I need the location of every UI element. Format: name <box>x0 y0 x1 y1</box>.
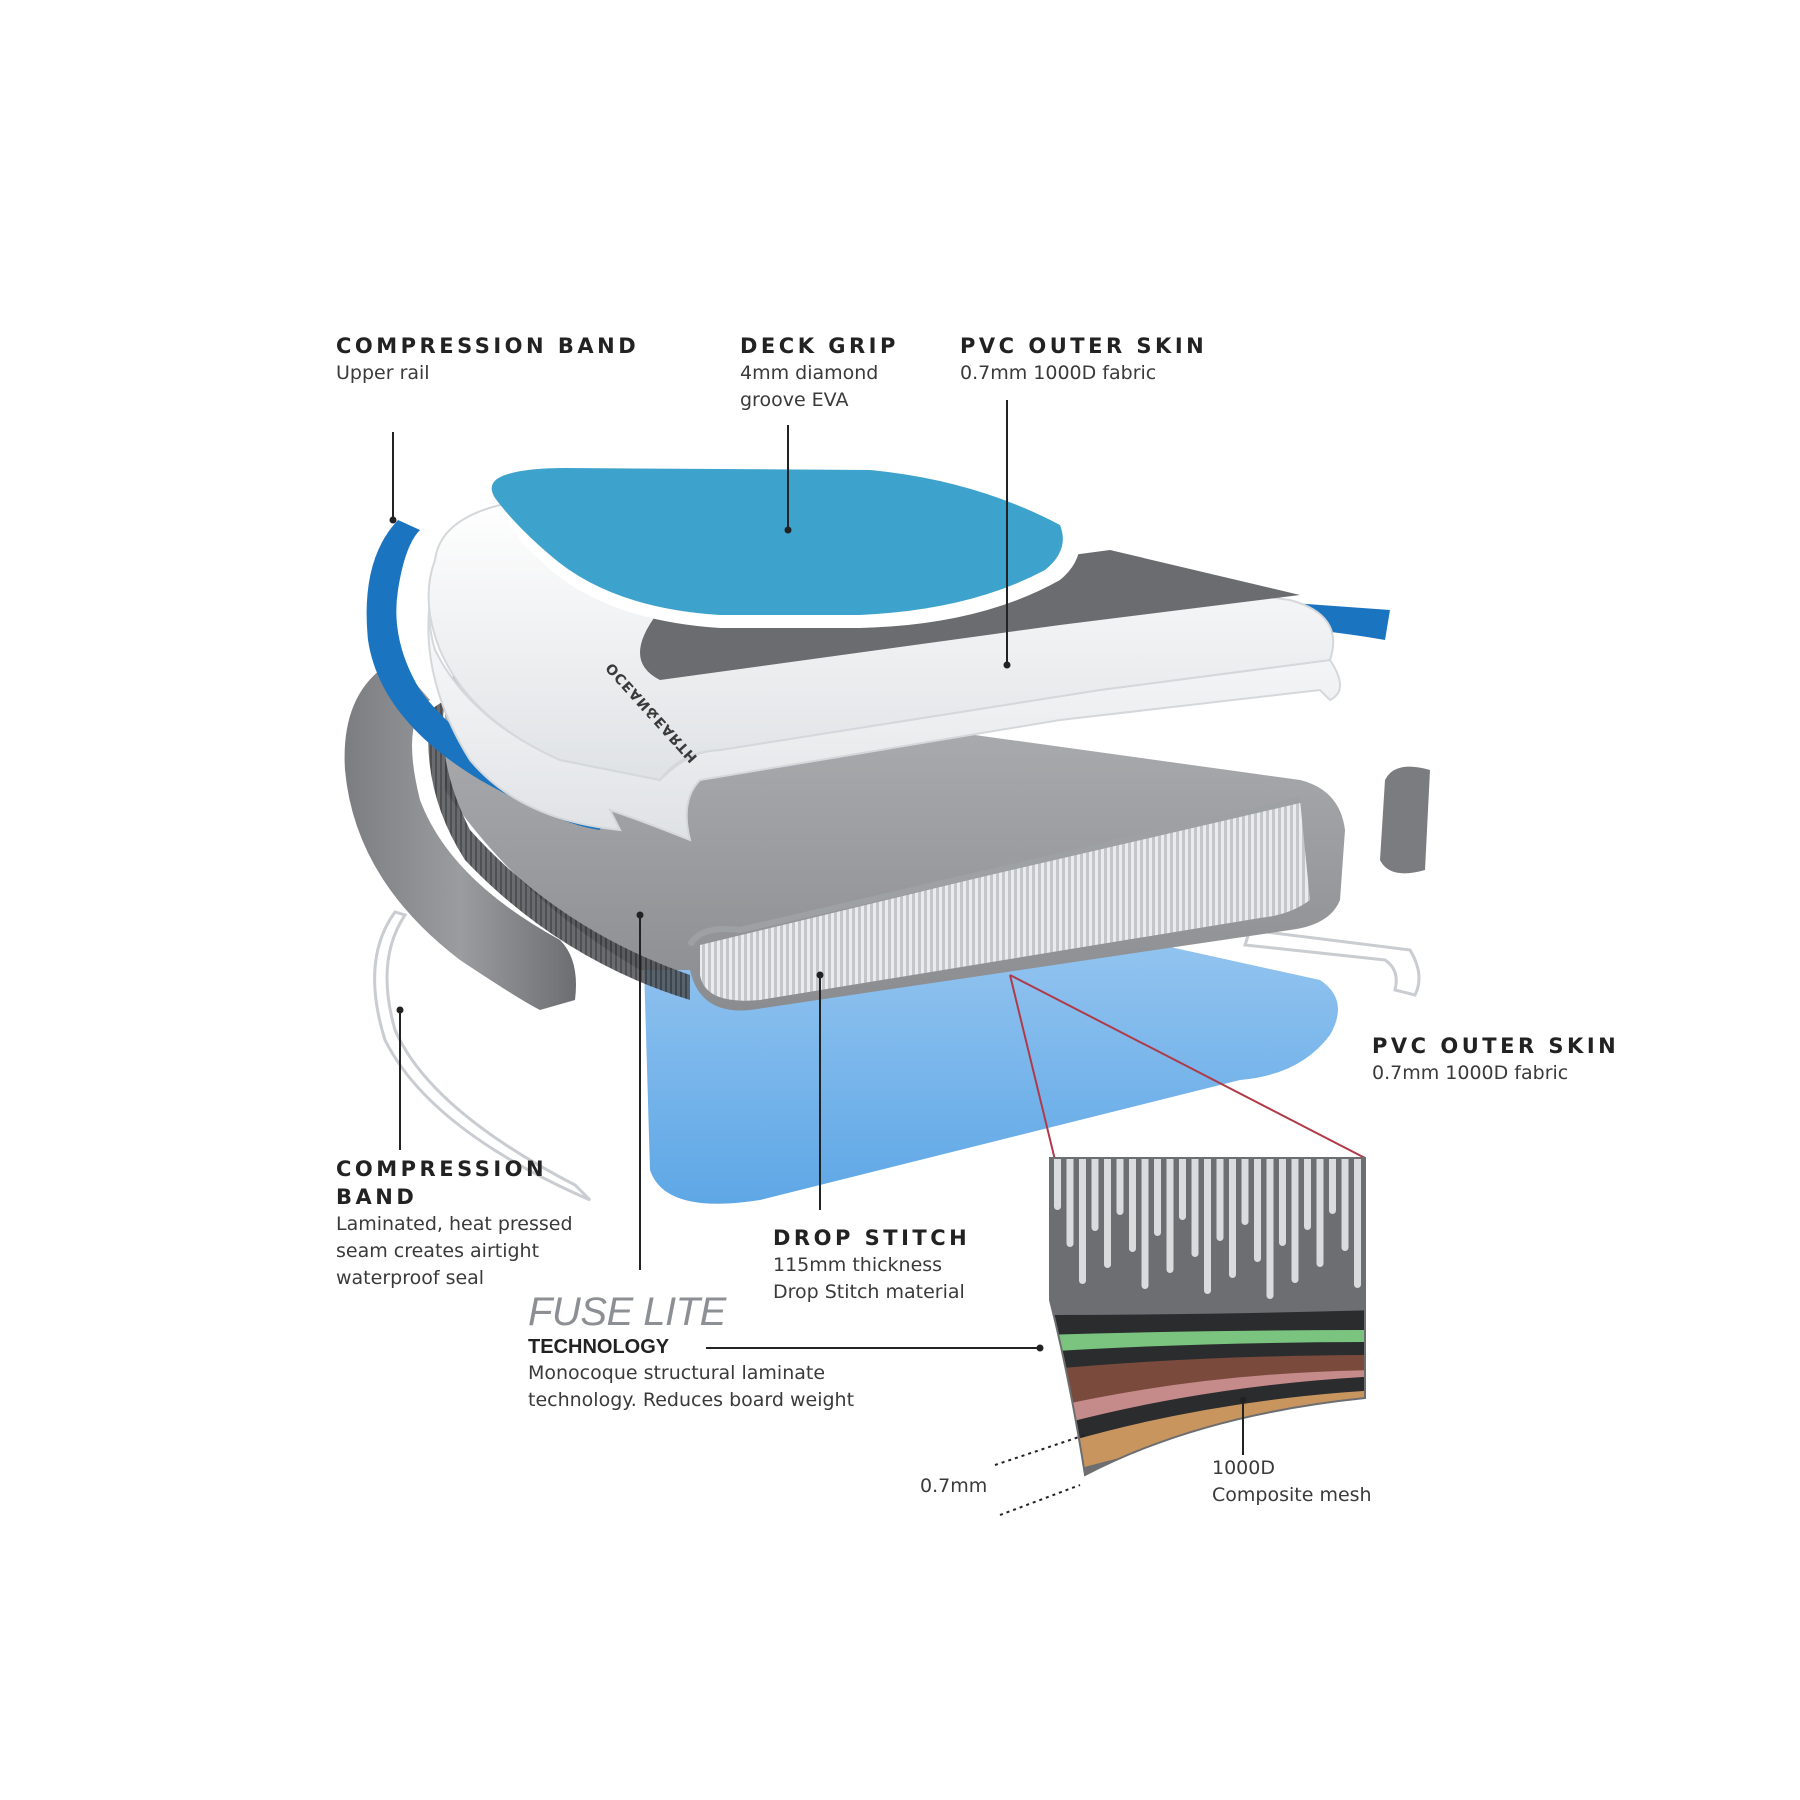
grey-deck-panel <box>640 550 1300 680</box>
fiber-strand <box>1116 1158 1124 1215</box>
label-thickness: 0.7mm <box>920 1475 987 1497</box>
fiber-strand <box>1204 1158 1211 1294</box>
fiber-strand <box>1341 1158 1349 1251</box>
label-compression-band-upper: COMPRESSION BAND Upper rail <box>336 332 639 387</box>
fuse-lite-subtitle: TECHNOLOGY <box>528 1336 670 1358</box>
lower-compression-band <box>373 910 592 1202</box>
core-front-stitches <box>700 800 1310 1001</box>
fiber-strand <box>1367 1150 1374 1235</box>
fiber-strand <box>1054 1158 1061 1210</box>
label-sub: Monocoque structural laminate <box>528 1362 826 1384</box>
top-outer-skin <box>427 559 1341 842</box>
label-sub: Drop Stitch material <box>773 1281 965 1303</box>
thickness-value: 0.7mm <box>920 1475 988 1497</box>
fiber-strand <box>1279 1158 1286 1246</box>
label-sub: Upper rail <box>336 362 430 384</box>
material-cross-section-inset <box>1049 1150 1374 1477</box>
leader-dots <box>389 516 1247 1404</box>
fiber-strand <box>1066 1158 1074 1247</box>
label-title: PVC OUTER SKIN <box>960 334 1208 358</box>
mesh-line1: 1000D <box>1212 1457 1275 1479</box>
label-drop-stitch: DROP STITCH 115mm thickness Drop Stitch … <box>773 1224 970 1306</box>
label-title: COMPRESSION BAND <box>336 334 640 358</box>
fiber-strand <box>1166 1158 1174 1273</box>
fiber-strand <box>1291 1158 1299 1283</box>
fiber-strand <box>1091 1158 1099 1231</box>
label-pvc-outer-skin-bottom: PVC OUTER SKIN 0.7mm 1000D fabric <box>1372 1032 1619 1087</box>
label-sub: 4mm diamond <box>740 362 879 384</box>
label-sub: technology. Reduces board weight <box>528 1389 855 1411</box>
fiber-strand <box>1216 1158 1224 1241</box>
lower-skin-right <box>1242 928 1421 997</box>
fiber-strand <box>1316 1158 1324 1267</box>
label-sub: waterproof seal <box>336 1267 485 1289</box>
fuse-lite-brand: FUSE LITE <box>528 1290 726 1334</box>
fiber-strand <box>1304 1158 1311 1230</box>
label-title: DROP STITCH <box>773 1226 971 1250</box>
fiber-strand <box>1254 1158 1261 1262</box>
fiber-strand <box>1191 1158 1199 1257</box>
fiber-strand <box>1229 1158 1236 1278</box>
label-composite-mesh: 1000D Composite mesh <box>1212 1455 1372 1509</box>
label-title: PVC OUTER SKIN <box>1372 1034 1620 1058</box>
label-pvc-outer-skin-top: PVC OUTER SKIN 0.7mm 1000D fabric <box>960 332 1207 387</box>
leader-lines <box>392 400 1244 1516</box>
grey-compression-band <box>344 660 576 1010</box>
fiber-strand <box>1329 1158 1336 1214</box>
label-compression-band-seam: COMPRESSION BAND Laminated, heat pressed… <box>336 1155 573 1292</box>
label-sub: 115mm thickness <box>773 1254 943 1276</box>
fiber-strand <box>1129 1158 1136 1252</box>
fiber-strand <box>1266 1158 1274 1299</box>
label-fuse-lite: FUSE LITE TECHNOLOGY Monocoque structura… <box>528 1290 854 1414</box>
label-sub: 0.7mm 1000D fabric <box>960 362 1157 384</box>
fiber-strand <box>1104 1158 1111 1268</box>
label-title: COMPRESSION <box>336 1157 548 1181</box>
label-title: DECK GRIP <box>740 334 899 358</box>
fiber-strand <box>1141 1158 1149 1289</box>
grey-band-right <box>1380 766 1430 874</box>
label-sub: 0.7mm 1000D fabric <box>1372 1062 1569 1084</box>
fiber-strand <box>1241 1158 1249 1225</box>
label-deck-grip: DECK GRIP 4mm diamond groove EVA <box>740 332 899 414</box>
fiber-strand <box>1354 1158 1361 1288</box>
label-title: BAND <box>336 1185 418 1209</box>
label-sub: Laminated, heat pressed <box>336 1213 573 1235</box>
fiber-strand <box>1154 1158 1161 1236</box>
mesh-line2: Composite mesh <box>1212 1484 1372 1506</box>
fiber-strand <box>1079 1158 1086 1284</box>
label-sub: seam creates airtight <box>336 1240 540 1262</box>
core-left-side <box>428 700 690 1000</box>
zoom-callout-lines <box>1009 974 1366 1161</box>
fiber-strand <box>1179 1158 1186 1220</box>
label-sub: groove EVA <box>740 389 849 411</box>
